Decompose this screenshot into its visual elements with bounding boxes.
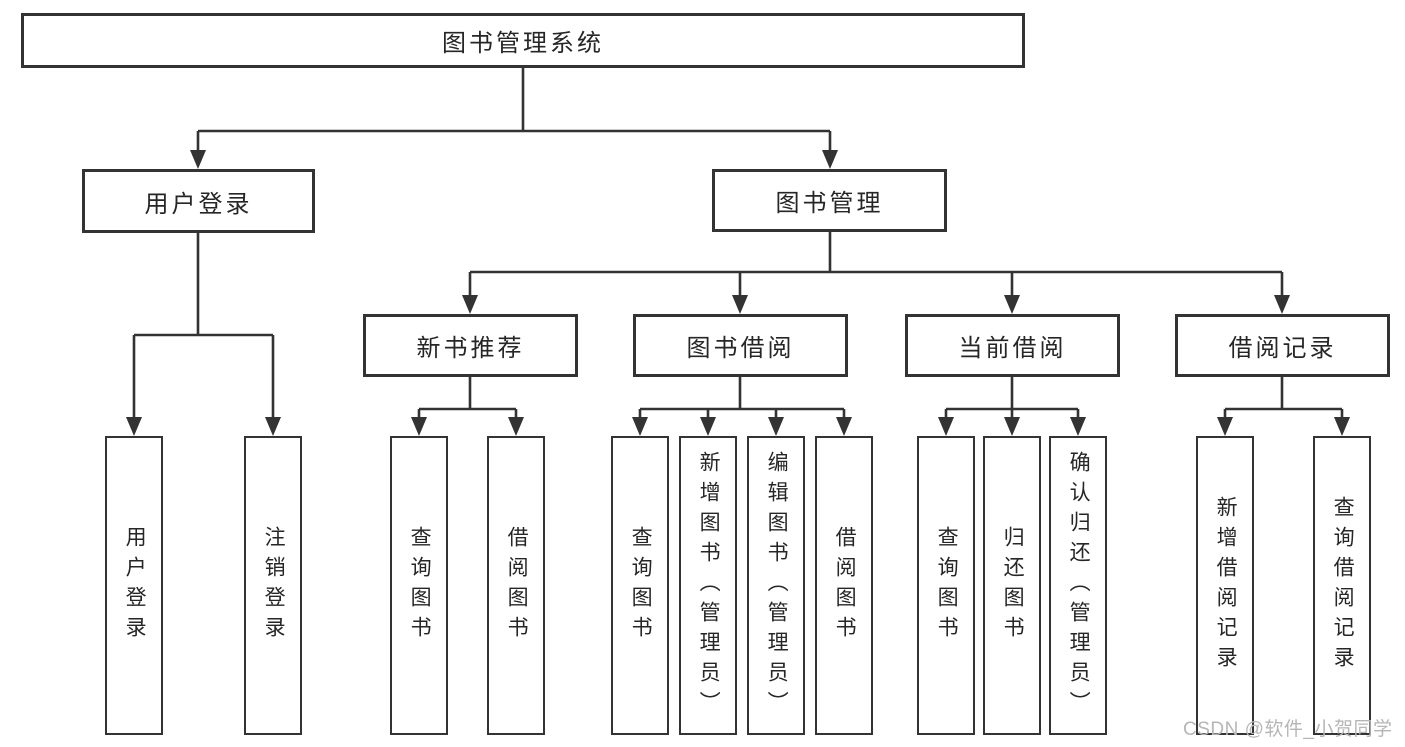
leaf-confirm-return-admin: 确认归还（管理员） bbox=[1049, 436, 1107, 735]
leaf-query-book-3: 查询图书 bbox=[917, 436, 975, 735]
leaf-logout-login: 注销登录 bbox=[244, 436, 302, 735]
node-book-borrow: 图书借阅 bbox=[633, 314, 848, 377]
leaf-edit-book-admin: 编辑图书（管理员） bbox=[747, 436, 805, 735]
leaf-query-borrow-record: 查询借阅记录 bbox=[1313, 436, 1371, 735]
leaf-query-book-1: 查询图书 bbox=[390, 436, 448, 735]
watermark-text: CSDN @软件_小贺同学 bbox=[1183, 719, 1393, 740]
leaf-add-borrow-record: 新增借阅记录 bbox=[1196, 436, 1254, 735]
node-current-borrow: 当前借阅 bbox=[905, 314, 1120, 377]
leaf-borrow-book-2: 借阅图书 bbox=[815, 436, 873, 735]
node-borrow-records: 借阅记录 bbox=[1175, 314, 1390, 377]
node-root: 图书管理系统 bbox=[21, 13, 1025, 68]
leaf-borrow-book-1: 借阅图书 bbox=[487, 436, 545, 735]
leaf-return-book: 归还图书 bbox=[983, 436, 1041, 735]
node-new-book-recommend: 新书推荐 bbox=[363, 314, 578, 377]
leaf-query-book-2: 查询图书 bbox=[611, 436, 669, 735]
node-user-login: 用户登录 bbox=[82, 169, 315, 233]
leaf-user-login: 用户登录 bbox=[105, 436, 163, 735]
leaf-add-book-admin: 新增图书（管理员） bbox=[679, 436, 737, 735]
node-book-management: 图书管理 bbox=[712, 169, 947, 232]
